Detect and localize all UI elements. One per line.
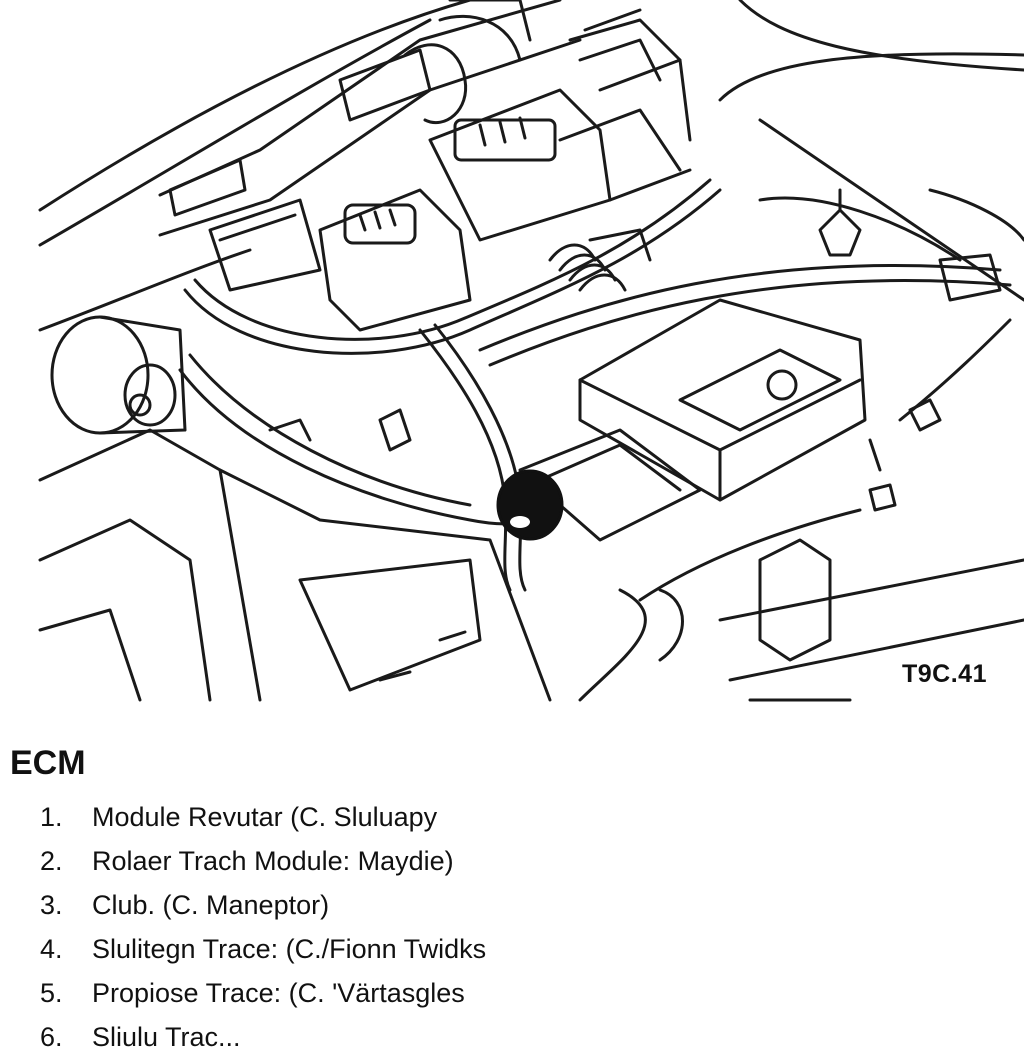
legend-item: 4. Slulitegn Trace: (C./Fionn Twidks — [40, 927, 486, 971]
legend-item: 5. Propiose Trace: (C. 'Värtasgles — [40, 971, 486, 1015]
fender-panel — [38, 428, 552, 702]
legend-item: 1. Module Revutar (C. Sluluapy — [40, 795, 486, 839]
legend-item: 3. Club. (C. Maneptor) — [40, 883, 486, 927]
engine-bay-diagram: T9C.41 — [38, 0, 1024, 702]
legend-item-number: 3. — [40, 889, 63, 920]
figure-code: T9C.41 — [902, 660, 987, 688]
legend-item-number: 6. — [40, 1021, 63, 1052]
sensors — [268, 188, 1002, 662]
legend-item-number: 1. — [40, 801, 63, 832]
ecm-box — [518, 298, 867, 542]
legend-item-number: 4. — [40, 933, 63, 964]
legend-item-number: 5. — [40, 977, 63, 1008]
alternator — [50, 315, 187, 435]
throttle-spring — [548, 228, 652, 292]
legend-item-text: Propiose Trace: (C. 'Värtasgles — [92, 977, 465, 1008]
legend-item-number: 2. — [40, 845, 63, 876]
legend-title: ECM — [10, 744, 86, 782]
hood-outline — [38, 0, 1024, 332]
frame-rail — [718, 558, 1024, 702]
legend-item: 6. Sliulu Trac... — [40, 1015, 486, 1059]
legend-item-text: Module Revutar (C. Sluluapy — [92, 801, 438, 832]
legend-item-text: Slulitegn Trace: (C./Fionn Twidks — [92, 933, 487, 964]
intake-manifold — [158, 0, 692, 237]
legend-item-text: Sliulu Trac... — [92, 1021, 241, 1052]
legend-item-text: Club. (C. Maneptor) — [92, 889, 330, 920]
legend-item-text: Rolaer Trach Module: Maydie) — [92, 845, 454, 876]
module-blocks — [208, 58, 692, 332]
legend-list: 1. Module Revutar (C. Sluluapy 2. Rolaer… — [40, 795, 486, 1059]
legend-item: 2. Rolaer Trach Module: Maydie) — [40, 839, 486, 883]
ecm-location-marker — [496, 469, 564, 541]
